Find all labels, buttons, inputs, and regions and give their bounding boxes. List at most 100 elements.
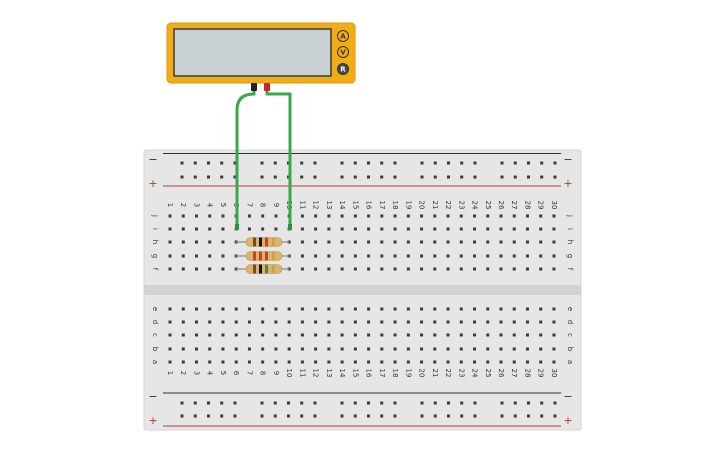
terminal-hole[interactable] bbox=[525, 320, 529, 324]
rail-hole[interactable] bbox=[433, 401, 437, 405]
terminal-hole[interactable] bbox=[353, 227, 357, 231]
terminal-hole[interactable] bbox=[221, 227, 225, 231]
terminal-hole[interactable] bbox=[473, 333, 477, 337]
rail-hole[interactable] bbox=[553, 161, 557, 165]
terminal-hole[interactable] bbox=[168, 360, 172, 364]
terminal-hole[interactable] bbox=[208, 320, 212, 324]
terminal-hole[interactable] bbox=[539, 214, 543, 218]
terminal-hole[interactable] bbox=[168, 267, 172, 271]
breadboard[interactable]: − − + + − − + + 112233445566778899101011… bbox=[143, 149, 582, 431]
terminal-hole[interactable] bbox=[300, 240, 304, 244]
terminal-hole[interactable] bbox=[314, 227, 318, 231]
terminal-hole[interactable] bbox=[367, 240, 371, 244]
rail-hole[interactable] bbox=[260, 401, 264, 405]
terminal-hole[interactable] bbox=[367, 333, 371, 337]
rail-hole[interactable] bbox=[286, 401, 290, 405]
terminal-hole[interactable] bbox=[433, 240, 437, 244]
rail-hole[interactable] bbox=[540, 414, 544, 418]
terminal-hole[interactable] bbox=[380, 333, 384, 337]
terminal-hole[interactable] bbox=[406, 333, 410, 337]
terminal-hole[interactable] bbox=[181, 347, 185, 351]
terminal-hole[interactable] bbox=[499, 347, 503, 351]
terminal-hole[interactable] bbox=[499, 214, 503, 218]
terminal-hole[interactable] bbox=[353, 267, 357, 271]
terminal-hole[interactable] bbox=[340, 240, 344, 244]
terminal-hole[interactable] bbox=[499, 227, 503, 231]
terminal-hole[interactable] bbox=[181, 214, 185, 218]
terminal-hole[interactable] bbox=[208, 240, 212, 244]
terminal-hole[interactable] bbox=[380, 320, 384, 324]
rail-hole[interactable] bbox=[313, 401, 317, 405]
terminal-hole[interactable] bbox=[459, 214, 463, 218]
terminal-hole[interactable] bbox=[406, 254, 410, 258]
terminal-hole[interactable] bbox=[300, 214, 304, 218]
terminal-hole[interactable] bbox=[247, 333, 251, 337]
mode-v-button[interactable]: V bbox=[337, 46, 349, 58]
rail-hole[interactable] bbox=[300, 401, 304, 405]
rail-hole[interactable] bbox=[460, 401, 464, 405]
rail-hole[interactable] bbox=[526, 401, 530, 405]
terminal-hole[interactable] bbox=[539, 240, 543, 244]
terminal-hole[interactable] bbox=[446, 254, 450, 258]
terminal-hole[interactable] bbox=[433, 320, 437, 324]
terminal-hole[interactable] bbox=[393, 240, 397, 244]
terminal-hole[interactable] bbox=[340, 214, 344, 218]
terminal-hole[interactable] bbox=[261, 214, 265, 218]
terminal-hole[interactable] bbox=[353, 240, 357, 244]
resistor[interactable] bbox=[236, 264, 290, 274]
terminal-hole[interactable] bbox=[274, 227, 278, 231]
terminal-hole[interactable] bbox=[446, 333, 450, 337]
rail-hole[interactable] bbox=[433, 175, 437, 179]
terminal-hole[interactable] bbox=[327, 214, 331, 218]
terminal-hole[interactable] bbox=[539, 360, 543, 364]
rail-hole[interactable] bbox=[206, 161, 210, 165]
terminal-hole[interactable] bbox=[300, 320, 304, 324]
rail-hole[interactable] bbox=[460, 414, 464, 418]
terminal-hole[interactable] bbox=[194, 347, 198, 351]
terminal-hole[interactable] bbox=[473, 240, 477, 244]
terminal-hole[interactable] bbox=[340, 333, 344, 337]
terminal-hole[interactable] bbox=[393, 320, 397, 324]
terminal-hole[interactable] bbox=[539, 227, 543, 231]
terminal-hole[interactable] bbox=[420, 320, 424, 324]
terminal-hole[interactable] bbox=[406, 227, 410, 231]
terminal-hole[interactable] bbox=[380, 227, 384, 231]
terminal-hole[interactable] bbox=[300, 360, 304, 364]
terminal-hole[interactable] bbox=[340, 227, 344, 231]
terminal-hole[interactable] bbox=[181, 227, 185, 231]
terminal-hole[interactable] bbox=[512, 240, 516, 244]
terminal-hole[interactable] bbox=[287, 307, 291, 311]
terminal-hole[interactable] bbox=[539, 267, 543, 271]
terminal-hole[interactable] bbox=[287, 333, 291, 337]
rail-hole[interactable] bbox=[393, 161, 397, 165]
terminal-hole[interactable] bbox=[340, 360, 344, 364]
terminal-hole[interactable] bbox=[327, 240, 331, 244]
terminal-hole[interactable] bbox=[512, 360, 516, 364]
terminal-hole[interactable] bbox=[420, 267, 424, 271]
terminal-hole[interactable] bbox=[221, 360, 225, 364]
terminal-hole[interactable] bbox=[221, 320, 225, 324]
terminal-hole[interactable] bbox=[433, 267, 437, 271]
rail-hole[interactable] bbox=[233, 401, 237, 405]
terminal-hole[interactable] bbox=[194, 240, 198, 244]
terminal-hole[interactable] bbox=[181, 240, 185, 244]
terminal-hole[interactable] bbox=[393, 267, 397, 271]
terminal-hole[interactable] bbox=[486, 333, 490, 337]
terminal-hole[interactable] bbox=[208, 333, 212, 337]
terminal-hole[interactable] bbox=[512, 307, 516, 311]
terminal-hole[interactable] bbox=[234, 347, 238, 351]
terminal-hole[interactable] bbox=[300, 227, 304, 231]
terminal-hole[interactable] bbox=[314, 267, 318, 271]
terminal-hole[interactable] bbox=[459, 320, 463, 324]
terminal-hole[interactable] bbox=[221, 307, 225, 311]
terminal-hole[interactable] bbox=[552, 254, 556, 258]
terminal-hole[interactable] bbox=[459, 227, 463, 231]
terminal-hole[interactable] bbox=[261, 307, 265, 311]
terminal-hole[interactable] bbox=[247, 227, 251, 231]
rail-hole[interactable] bbox=[206, 414, 210, 418]
terminal-hole[interactable] bbox=[393, 227, 397, 231]
terminal-hole[interactable] bbox=[208, 267, 212, 271]
rail-hole[interactable] bbox=[353, 161, 357, 165]
terminal-hole[interactable] bbox=[168, 254, 172, 258]
